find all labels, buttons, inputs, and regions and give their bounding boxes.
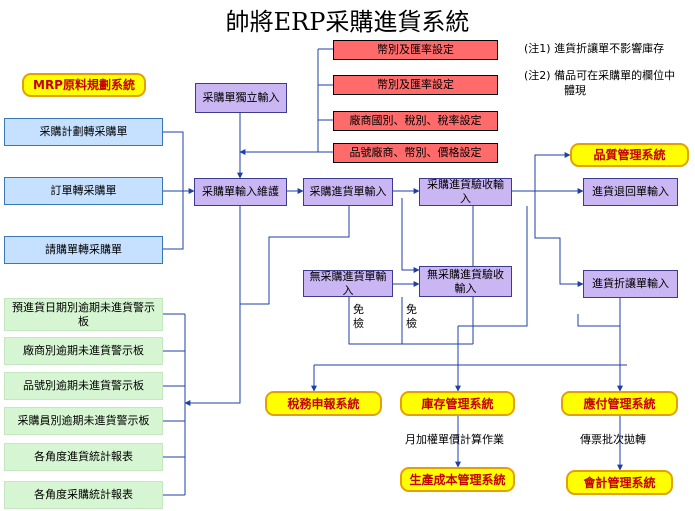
inventory-system[interactable]: 庫存管理系統: [400, 391, 515, 416]
accounting-system[interactable]: 會計管理系統: [566, 470, 673, 495]
return-input[interactable]: 進貨退回單輸入: [583, 178, 678, 206]
no-po-receive-input[interactable]: 無采購進貨單輸入: [303, 270, 393, 297]
request-to-po[interactable]: 請購單轉采購單: [4, 236, 163, 264]
note-2-continued: 體現: [564, 84, 586, 97]
mrp-system[interactable]: MRP原料規劃系統: [22, 73, 146, 97]
voucher-label: 傳票批次拋轉: [580, 433, 646, 446]
report-buyer-overdue[interactable]: 采購員別逾期未進貨警示板: [4, 407, 163, 435]
order-to-po[interactable]: 訂單轉采購單: [4, 177, 163, 205]
report-item-overdue[interactable]: 品號別逾期未進貨警示板: [4, 372, 163, 400]
po-maintain[interactable]: 采購單輸入維護: [194, 178, 287, 206]
plan-to-po[interactable]: 采購計劃轉采購單: [4, 118, 163, 146]
no-po-inspect-input[interactable]: 無采購進貨驗收輸入: [419, 266, 512, 297]
exempt-label-1: 免檢: [353, 303, 364, 330]
page-title: 帥將ERP采購進貨系統: [225, 8, 470, 36]
setting-currency-rate-2[interactable]: 幣別及匯率設定: [333, 75, 498, 95]
discount-input[interactable]: 進貨折讓單輸入: [583, 270, 678, 298]
cost-system[interactable]: 生產成本管理系統: [400, 467, 515, 492]
monthly-cost-label: 月加權單價計算作業: [405, 433, 504, 446]
setting-currency-rate-1[interactable]: 幣別及匯率設定: [333, 40, 498, 60]
report-vendor-overdue[interactable]: 廠商別逾期未進貨警示板: [4, 337, 163, 365]
quality-system[interactable]: 品質管理系統: [570, 143, 689, 167]
po-receive-input[interactable]: 采購進貨單輸入: [303, 178, 393, 206]
payable-system[interactable]: 應付管理系統: [561, 391, 678, 416]
report-receipt-stats[interactable]: 各角度進貨統計報表: [4, 443, 163, 471]
po-independent-input[interactable]: 采購單獨立輸入: [195, 83, 287, 113]
note-1: (注1) 進貨折讓單不影響庫存: [524, 42, 665, 55]
report-eta-overdue[interactable]: 預進貨日期別逾期未進貨警示板: [4, 298, 163, 331]
report-purchase-stats[interactable]: 各角度采購統計報表: [4, 481, 163, 509]
tax-system[interactable]: 稅務申報系統: [265, 391, 382, 416]
note-2: (注2) 備品可在采購單的欄位中: [524, 69, 676, 82]
po-inspect-input[interactable]: 采購進貨驗收輸入: [419, 178, 512, 206]
exempt-label-2: 免檢: [406, 303, 417, 330]
setting-item-vendor-price[interactable]: 品號廠商、幣別、價格設定: [333, 143, 498, 163]
setting-vendor-tax[interactable]: 廠商國別、稅別、稅率設定: [333, 111, 498, 131]
